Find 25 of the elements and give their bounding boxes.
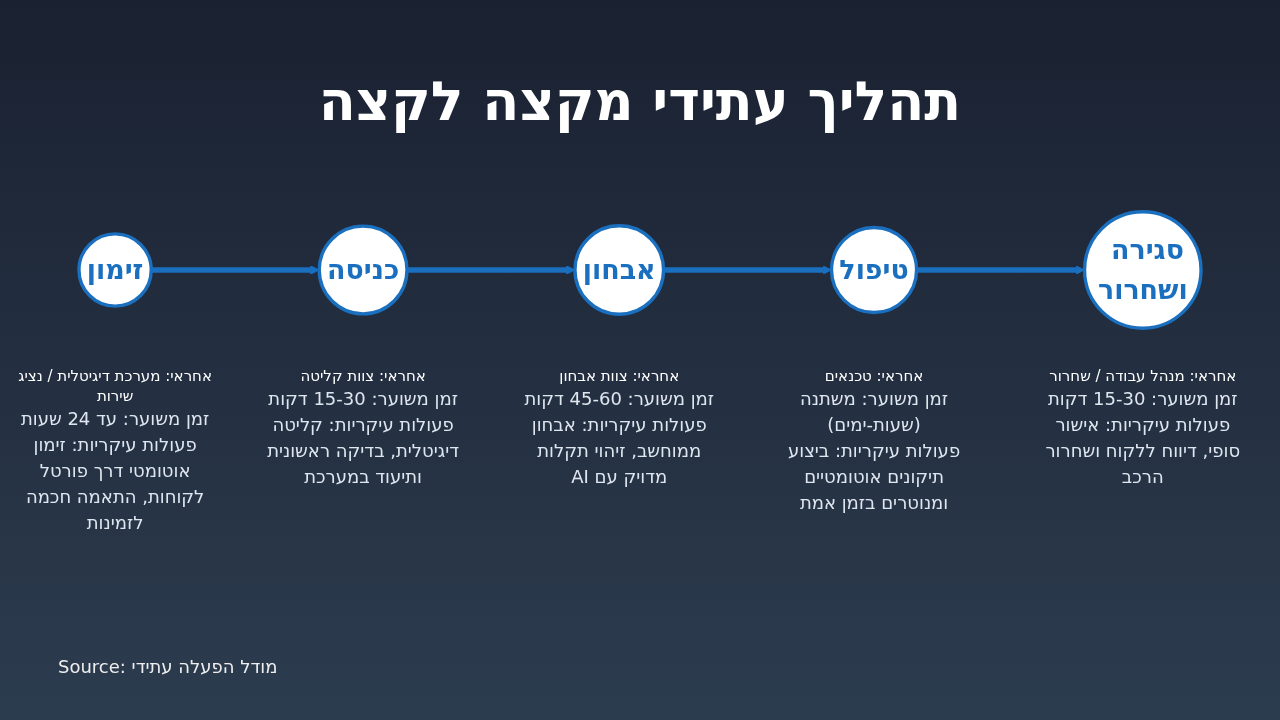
actions-text: פעולות עיקריות: אישור סופי, דיווח ללקוח ושחרור הרכב [1044, 413, 1242, 489]
step-circle: אבחון [573, 224, 666, 316]
time-estimate-text: זמן משוער: משתנה (שעות-ימים) [799, 387, 950, 437]
arrow [663, 265, 832, 275]
arrow [151, 265, 320, 275]
responsible-text: אחראי: טכנאים [823, 366, 925, 386]
actions-text: פעולות עיקריות: קליטה דיגיטלית, בדיקה ראשונית ותיעוד במערכת [266, 413, 461, 489]
step-circle: טיפול [829, 225, 919, 315]
responsible-text: אחראי: מנהל עבודה / שחרור [1048, 366, 1238, 386]
responsible-text: אחראי: צוות קליטה [299, 366, 427, 386]
actions-text: פעולות עיקריות: זימון אוטומטי דרך פורטל לקוחות, התאמה חכמה לזמינות [24, 433, 206, 535]
step-circle: כניסה [317, 224, 409, 316]
time-estimate-text: זמן משוער: 15-30 דקות [1047, 387, 1239, 411]
actions-text: פעולות עיקריות: אבחון ממוחשב, זיהוי תקלות מדויק עם AI [530, 413, 708, 489]
responsible-text: אחראי: צוות אבחון [558, 366, 681, 386]
arrow [916, 265, 1085, 275]
responsible-text: אחראי: מערכת דיגיטלית / נציג שירות [17, 366, 213, 406]
source-caption: Source: מודל הפעלה עתידי [58, 656, 278, 677]
time-estimate-text: זמן משוער: 45-60 דקות [523, 387, 716, 411]
title: תהליך עתידי מקצה לקצה [317, 70, 963, 133]
time-estimate-text: זמן משוער: 15-30 דקות [267, 387, 459, 411]
actions-text: פעולות עיקריות: ביצוע תיקונים אוטומטיים ומנוטרים בזמן אמת [786, 439, 962, 515]
step-circle: זימון [77, 232, 153, 308]
step-circle: סגירה ושחרור [1082, 210, 1203, 330]
time-estimate-text: זמן משוער: עד 24 שעות [19, 407, 211, 431]
